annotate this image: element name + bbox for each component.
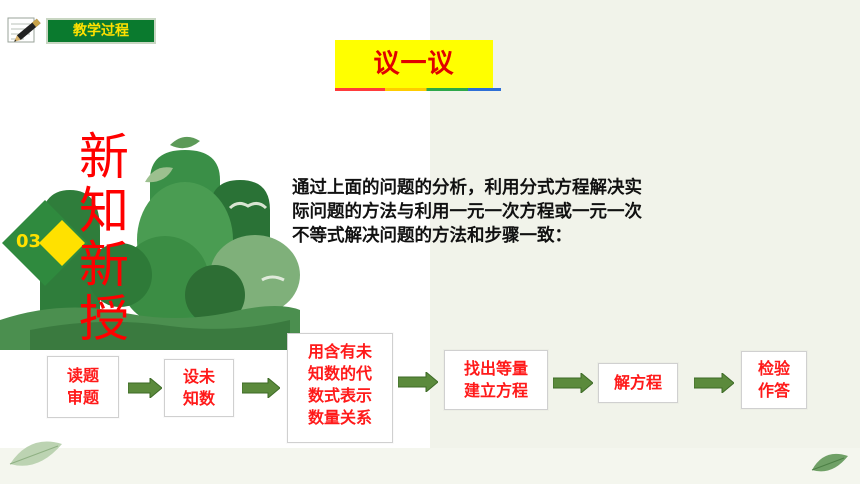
mountain-illustration (0, 136, 300, 350)
step-build-equation: 找出等量 建立方程 (444, 350, 548, 410)
flow-arrow-icon (694, 373, 734, 393)
step-line: 知数 (182, 389, 215, 408)
step-check-answer: 检验 作答 (741, 351, 807, 409)
paragraph-line: 际问题的方法与利用一元一次方程或一元一次 (292, 202, 642, 222)
section-char: 新 (79, 128, 129, 186)
leaf-decoration-icon (9, 441, 62, 466)
step-line: 审题 (66, 388, 99, 407)
section-char: 知 (79, 182, 129, 240)
step-line: 数式表示 (307, 386, 372, 405)
step-line: 用含有未 (307, 342, 372, 361)
step-line: 检验 (757, 359, 790, 378)
step-read-question: 读题 审题 (47, 356, 119, 418)
flow-arrow-icon (553, 373, 593, 393)
intro-paragraph: 通过上面的问题的分析，利用分式方程解决实 际问题的方法与利用一元一次方程或一元一… (292, 176, 732, 248)
header-label-box: 教学过程 (46, 18, 156, 44)
step-solve-equation: 解方程 (598, 363, 678, 403)
leaf-decoration-icon (811, 453, 848, 472)
step-express-quantities: 用含有未 知数的代 数式表示 数量关系 (287, 333, 393, 443)
step-line: 知数的代 (307, 364, 372, 383)
section-char: 授 (79, 290, 129, 348)
step-line: 读题 (66, 366, 99, 385)
section-diamond-badge (2, 200, 88, 286)
paragraph-line: 不等式解决问题的方法和步骤一致： (292, 226, 572, 246)
step-line: 解方程 (613, 373, 662, 392)
flow-arrow-icon (242, 378, 280, 398)
step-line: 数量关系 (307, 408, 372, 427)
title-underline (335, 88, 501, 91)
step-line: 作答 (757, 381, 790, 400)
step-line: 设未 (182, 367, 215, 386)
section-number: 03 (16, 231, 42, 252)
section-char: 新 (79, 236, 129, 294)
flow-arrow-icon (398, 372, 438, 392)
step-line: 建立方程 (463, 381, 528, 400)
pen-notepad-icon (6, 14, 44, 46)
header-tag: 教学过程 (0, 12, 158, 48)
bottom-strip (0, 448, 860, 484)
title-box: 议一议 (335, 40, 493, 88)
section-vertical-title: 新 知 新 授 (74, 130, 134, 346)
slide-title: 议一议 (373, 49, 455, 79)
header-label: 教学过程 (73, 23, 129, 39)
step-line: 找出等量 (463, 359, 528, 378)
paragraph-line: 通过上面的问题的分析，利用分式方程解决实 (292, 178, 642, 198)
step-set-unknown: 设未 知数 (164, 359, 234, 417)
flow-arrow-icon (128, 378, 162, 398)
